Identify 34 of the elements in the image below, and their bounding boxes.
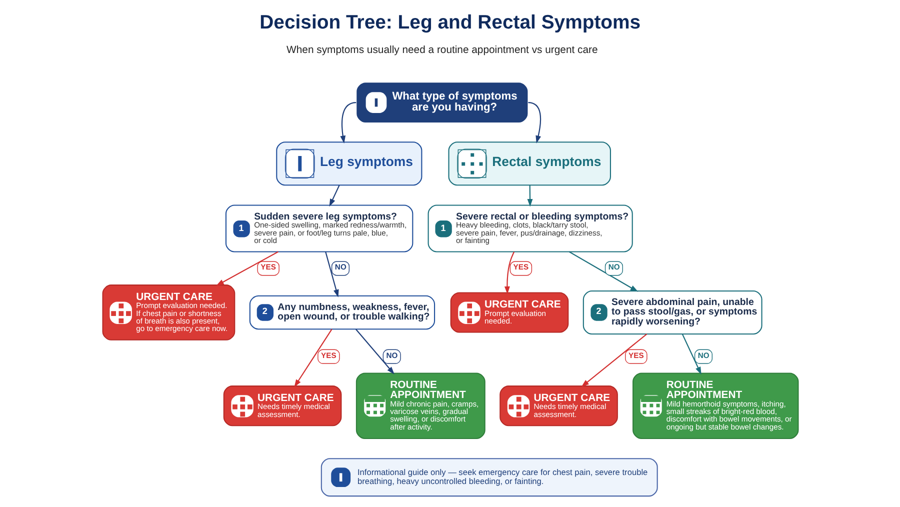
edge-label: NO [386,350,398,360]
node-box: 1 Sudden severe leg symptoms? One-sided swelling, marked redness/warmth, severe pain, or foot/leg turns pale, blue, or cold [224,204,413,252]
edge-label: NO [608,262,620,272]
node-box: 2 Severe abdominal pain, unable to pass stool/gas, or symptoms rapidly worsening? [582,290,762,335]
node-box: URGENT CARE Prompt evaluation needed. [450,292,568,333]
arrow [528,102,541,144]
diagram-title: Decision Tree: Leg and Rectal Symptoms [259,12,640,34]
node-box: URGENT CARE Prompt evaluation needed. If chest pain or shortness of breath is also present, go to emergency care now. [102,284,235,340]
edge-label: YES [512,262,528,272]
arrow [294,328,332,388]
label: When symptoms usually need a routine appointment vs urgent care [286,44,598,56]
arrow [568,251,638,292]
node-box: ROUTINE APPOINTMENT Mild hemorthoid symptoms, itching, small streaks of bright-red blood, discomfort with bowel movements, or ongoing but stable bowel changes. [632,372,798,439]
edge-label: NO [697,350,709,360]
node-box: ROUTINE APPOINTMENT Mild chronic pain, cramps, varicose veins, gradual swelling, or discomfort after activity. [355,372,485,439]
edge-label: YES [628,350,644,360]
arrow [354,328,394,374]
node-box: What type of symptoms are you having? [356,82,528,122]
edge-label: NO [334,262,346,272]
edge-label: YES [260,262,276,272]
arrow [324,252,338,298]
node-box: 2 Any numbness, weakness, fever, open wound, or trouble walking? [248,295,435,330]
arrow [504,252,514,294]
node-box: Informational guide only — seek emergency care for chest pain, severe trouble breathing, heavy uncontrolled bleeding, or fainting. [320,458,658,497]
arrow [340,102,356,144]
node-box: URGENT CARE Needs timely medical assessment. [499,386,618,426]
node-box: URGENT CARE Needs timely medical assessment. [222,386,342,426]
edge-label: YES [320,350,336,360]
arrow [681,334,701,375]
arrow [526,185,532,207]
arrow [328,185,340,207]
node-box: Rectal symptoms [448,142,610,186]
node-box: Leg symptoms [276,142,422,186]
node-box: 1 Severe rectal or bleeding symptoms? Heavy bleeding, clots, black/tarry stool, severe pain, fever, pus/drainage, dizziness, or fainting [427,204,632,252]
